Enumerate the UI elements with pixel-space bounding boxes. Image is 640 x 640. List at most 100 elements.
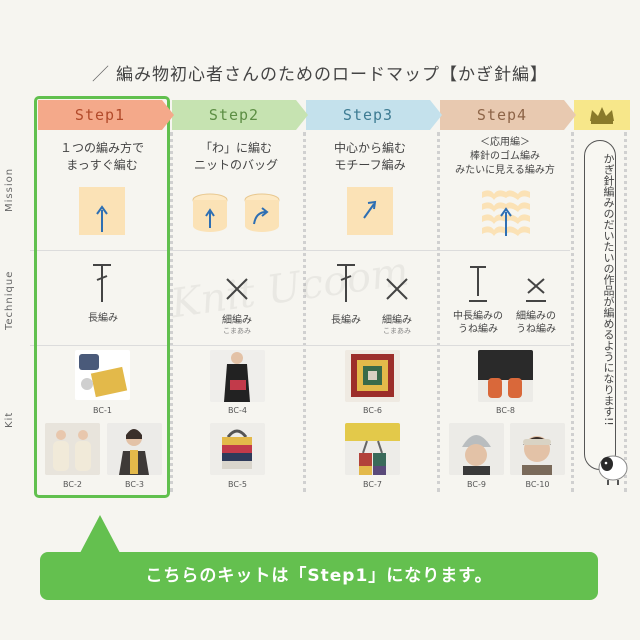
kit-photo-bc3[interactable]: [107, 423, 162, 475]
kit-photo-bc6[interactable]: [345, 350, 400, 402]
mittens-illustration: [45, 423, 100, 475]
step-tab-3: Step3: [306, 100, 442, 130]
kit-photo-bc4[interactable]: [210, 350, 265, 402]
technique-2-reading: こまあみ: [223, 327, 251, 335]
step-tab-4: Step4: [440, 100, 576, 130]
single-crochet-back-loop-symbol-icon: [526, 278, 546, 302]
kit-label-bc2: BC-2: [63, 480, 82, 489]
shoulder-bag-illustration: [210, 350, 265, 402]
mission-3-line2: モチーフ編み: [334, 158, 406, 172]
wrist-warmers-illustration: [478, 350, 533, 402]
half-double-crochet-back-loop-symbol-icon: [469, 266, 487, 302]
mission-3-line1: 中心から編む: [333, 141, 406, 155]
crown-icon: [590, 107, 614, 124]
technique-3a-label: 長編み: [331, 315, 361, 326]
mission-4-line1: 棒針のゴム編み: [470, 151, 540, 162]
mission-4-line0: ＜応用編＞: [480, 137, 530, 148]
kit-photo-bc8[interactable]: [478, 350, 533, 402]
step1-highlight-frame: [34, 96, 170, 498]
step1-callout-banner: こちらのキットは「Step1」になります。: [40, 552, 598, 600]
mission-2: 「わ」に編む ニットのバッグ: [172, 140, 300, 174]
step-label-2: Step2: [208, 106, 260, 124]
single-crochet-symbol-icon-2: [386, 278, 408, 300]
callout-pointer: [80, 515, 120, 553]
double-crochet-symbol-icon-2: [337, 264, 355, 302]
motif-knit-arrow-icon: [347, 187, 393, 235]
step-arrow-3: [430, 100, 442, 130]
technique-3b-label: 細編み こまあみ: [362, 314, 432, 336]
kit-photo-bc9[interactable]: [449, 423, 504, 475]
kit-photo-bc7[interactable]: [345, 423, 400, 475]
kit-photo-bc2[interactable]: [45, 423, 100, 475]
kit-label-bc7: BC-7: [363, 480, 382, 489]
kit-label-bc10: BC-10: [525, 480, 550, 489]
square-knit-arrow-icon: [79, 187, 125, 235]
mission-2-line1: 「わ」に編む: [199, 141, 272, 155]
technique-3b-reading: こまあみ: [383, 327, 411, 335]
technique-2-label: 細編み こまあみ: [202, 314, 272, 336]
rib-knit-arrow-icon: [482, 190, 530, 236]
step-label-4: Step4: [476, 106, 528, 124]
kit-label-bc1: BC-1: [93, 406, 112, 415]
technique-4b-line1: 細編みの: [516, 311, 556, 322]
mission-1-line2: まっすぐ編む: [66, 158, 138, 172]
technique-4a-line1: 中長編みの: [453, 311, 503, 322]
kit-label-bc6: BC-6: [363, 406, 382, 415]
beanie-illustration: [449, 423, 504, 475]
scarf-illustration: [107, 423, 162, 475]
column-divider-5: [624, 132, 627, 492]
technique-4a-line2: うね編み: [458, 324, 498, 335]
step-arrow-1: [162, 100, 174, 130]
mission-3: 中心から編む モチーフ編み: [306, 140, 434, 174]
row-label-kit: Kit: [4, 411, 15, 428]
granny-square-illustration: [345, 350, 400, 402]
kit-label-bc8: BC-8: [496, 406, 515, 415]
double-crochet-symbol-icon: [93, 264, 111, 302]
technique-1-label: 長編み: [88, 313, 118, 324]
row-label-mission: Mission: [4, 167, 15, 212]
goal-message-text: かぎ針編みのだいたいの作品が編めるようになります!!: [602, 153, 615, 426]
headband-illustration: [510, 423, 565, 475]
step-tab-1: Step1: [38, 100, 174, 130]
slash-decoration: ／: [92, 65, 110, 85]
kit-label-bc3: BC-3: [125, 480, 144, 489]
kit-photo-bc5[interactable]: [210, 423, 265, 475]
row-label-technique: Technique: [4, 270, 15, 330]
goal-tab: [574, 100, 630, 130]
step-tab-2: Step2: [172, 100, 308, 130]
step-label-1: Step1: [74, 106, 126, 124]
column-divider-1: [170, 132, 173, 492]
title-text: 編み物初心者さんのためのロードマップ【かぎ針編】: [116, 65, 548, 85]
step-arrow-2: [296, 100, 308, 130]
technique-4a-label: 中長編みの うね編み: [444, 310, 512, 336]
technique-3b-name: 細編み: [382, 315, 412, 326]
step-label-3: Step3: [342, 106, 394, 124]
mission-1-line1: １つの編み方で: [59, 141, 144, 155]
row-divider-1: [30, 250, 570, 251]
column-divider-3: [437, 132, 440, 492]
kit-label-bc4: BC-4: [228, 406, 247, 415]
mission-1: １つの編み方で まっすぐ編む: [38, 140, 166, 174]
mission-2-line2: ニットのバッグ: [193, 158, 278, 172]
technique-2-name: 細編み: [222, 315, 252, 326]
kit-photo-bc1[interactable]: [75, 350, 130, 400]
kit-photo-bc10[interactable]: [510, 423, 565, 475]
goal-message-box: かぎ針編みのだいたいの作品が編めるようになります!!: [584, 140, 616, 470]
pouch-illustration: [79, 354, 128, 398]
kit-label-bc5: BC-5: [228, 480, 247, 489]
technique-4b-label: 細編みの うね編み: [502, 310, 570, 336]
roadmap-title: ／ 編み物初心者さんのためのロードマップ【かぎ針編】: [0, 60, 640, 85]
striped-bag-illustration: [210, 423, 265, 475]
mission-4: ＜応用編＞ 棒針のゴム編み みたいに見える編み方: [440, 136, 570, 178]
mission-4-line2: みたいに見える編み方: [455, 165, 555, 176]
step-arrow-4: [564, 100, 576, 130]
column-divider-2: [303, 132, 306, 492]
kit-label-bc9: BC-9: [467, 480, 486, 489]
sheep-mascot-icon: [598, 455, 628, 485]
single-crochet-symbol-icon: [226, 278, 248, 300]
column-divider-4: [571, 132, 574, 492]
technique-4b-line2: うね編み: [516, 324, 556, 335]
row-divider-2: [30, 345, 570, 346]
motif-bag-illustration: [345, 423, 400, 475]
tube-knit-icons: [192, 193, 280, 232]
